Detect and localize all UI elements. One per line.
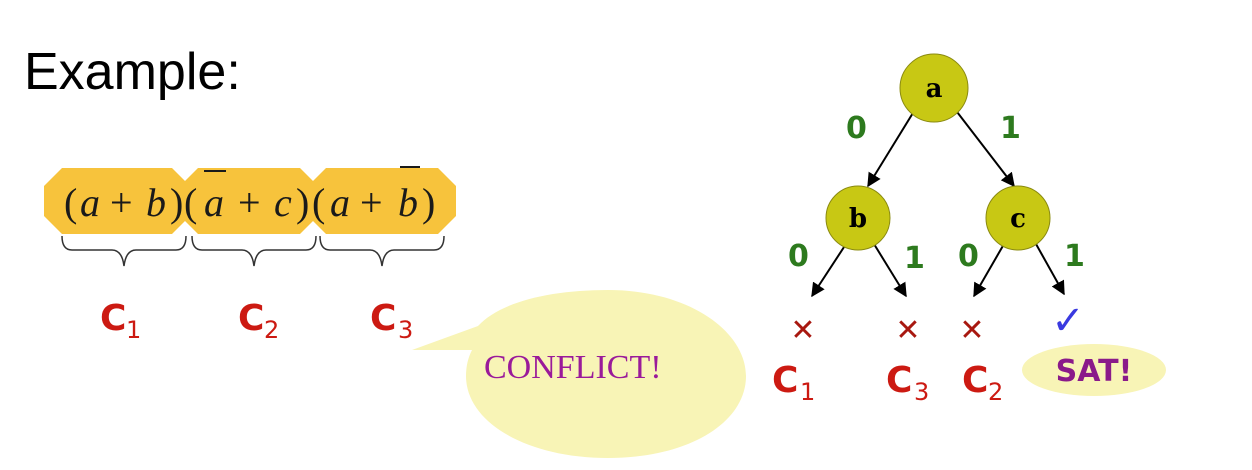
clause-label-c3-sub: 3	[398, 316, 413, 344]
formula-var-a-3: a	[330, 180, 350, 225]
conflict-bubble-shape	[412, 290, 746, 458]
tree-node-a-label: a	[926, 74, 943, 104]
tree-node-b	[825, 185, 891, 251]
formula-plus-2: +	[238, 180, 261, 225]
formula-var-a-1: a	[80, 180, 100, 225]
leaf-label-c2-sub: 2	[988, 378, 1003, 406]
tree-node-a	[899, 53, 969, 123]
formula-var-c-2: c	[274, 180, 292, 225]
tree-edges	[811, 107, 1065, 298]
leaf-label-c3-sub: 3	[914, 378, 929, 406]
tree-leaves: ✕ C 1 ✕ C 3 ✕ C 2 ✓ SAT!	[772, 298, 1166, 406]
edge-label-a-0: 0	[846, 111, 867, 146]
clause-highlight-2	[180, 168, 318, 234]
cross-icon: ✕	[895, 313, 920, 348]
sat-bubble	[1022, 344, 1166, 396]
leaf-label-c1: C	[772, 360, 798, 401]
conflict-text: CONFLICT!	[484, 349, 662, 386]
edge-a-c	[953, 107, 1015, 188]
clause-label-c3: C	[370, 298, 396, 339]
edge-label-a-1: 1	[1000, 111, 1021, 146]
clause-highlight-3	[308, 168, 456, 234]
edge-b-left	[811, 243, 847, 298]
formula: ( a + b ) ( a + c ) ( a + b )	[44, 166, 456, 234]
tree-node-c	[985, 185, 1051, 251]
edge-label-b-0: 0	[788, 239, 809, 274]
edge-c-left	[973, 243, 1005, 298]
leaf-label-c2: C	[962, 360, 988, 401]
edge-a-b	[867, 107, 917, 188]
underbrace-1	[61, 235, 187, 267]
tree-node-c-label: c	[1010, 204, 1026, 234]
clause-label-c1: C	[100, 298, 126, 339]
formula-open-paren-1: (	[64, 180, 77, 225]
slide-title: Example:	[24, 43, 241, 101]
conflict-bubble: CONFLICT!	[412, 290, 746, 458]
clause-label-c2: C	[238, 298, 264, 339]
edge-label-c-0: 0	[958, 239, 979, 274]
clause-label-c2-sub: 2	[264, 316, 279, 344]
edge-label-c-1: 1	[1064, 239, 1085, 274]
underbrace-2	[191, 235, 317, 267]
tree-node-b-label: b	[849, 204, 867, 234]
edge-c-right	[1035, 243, 1065, 296]
formula-close-paren-1: )	[170, 180, 183, 225]
formula-open-paren-2: (	[184, 180, 197, 225]
tree-nodes: a b c	[825, 53, 1051, 251]
checkmark-icon: ✓	[1051, 298, 1085, 344]
formula-open-paren-3: (	[312, 180, 325, 225]
formula-plus-3: +	[360, 180, 383, 225]
clause-highlight-1	[44, 168, 190, 234]
cross-icon: ✕	[959, 313, 984, 348]
formula-var-b-1: b	[146, 180, 166, 225]
edge-b-right	[873, 243, 907, 298]
edge-labels: 0 1 0 1 0 1	[788, 111, 1085, 276]
formula-close-paren-3: )	[422, 180, 435, 225]
underbraces	[61, 235, 445, 267]
formula-var-abar-2: a	[204, 180, 224, 225]
edge-label-b-1: 1	[904, 241, 925, 276]
cross-icon: ✕	[790, 313, 815, 348]
underbrace-3	[319, 235, 445, 267]
formula-close-paren-2: )	[296, 180, 309, 225]
formula-var-bbar-3: b	[398, 180, 418, 225]
leaf-label-c1-sub: 1	[800, 378, 815, 406]
sat-label: SAT!	[1056, 354, 1133, 389]
leaf-label-c3: C	[886, 360, 912, 401]
clause-labels: C 1 C 2 C 3	[100, 298, 413, 344]
clause-label-c1-sub: 1	[126, 316, 141, 344]
formula-plus-1: +	[110, 180, 133, 225]
